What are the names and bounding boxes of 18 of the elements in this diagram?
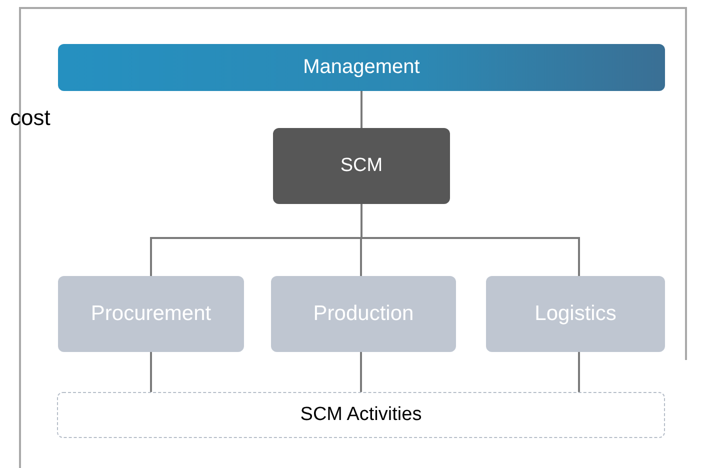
node-label: Procurement [90,300,212,327]
process-box [271,276,456,352]
group-box [57,392,665,438]
connector-line [578,352,580,392]
axis-label: cost [10,104,50,132]
connector-line [150,352,152,392]
process-box [273,128,450,204]
connector-line [360,91,362,128]
header-bar [58,44,665,91]
node-label: Logistics [534,300,616,327]
process-box [486,276,665,352]
node-label: Production [313,300,414,327]
process-box [58,276,244,352]
connector-line [360,204,580,276]
node-label: Management [303,55,420,80]
node-label: SCM Activities [300,403,422,427]
connector-line [360,352,362,392]
node-label: SCM [340,154,383,178]
